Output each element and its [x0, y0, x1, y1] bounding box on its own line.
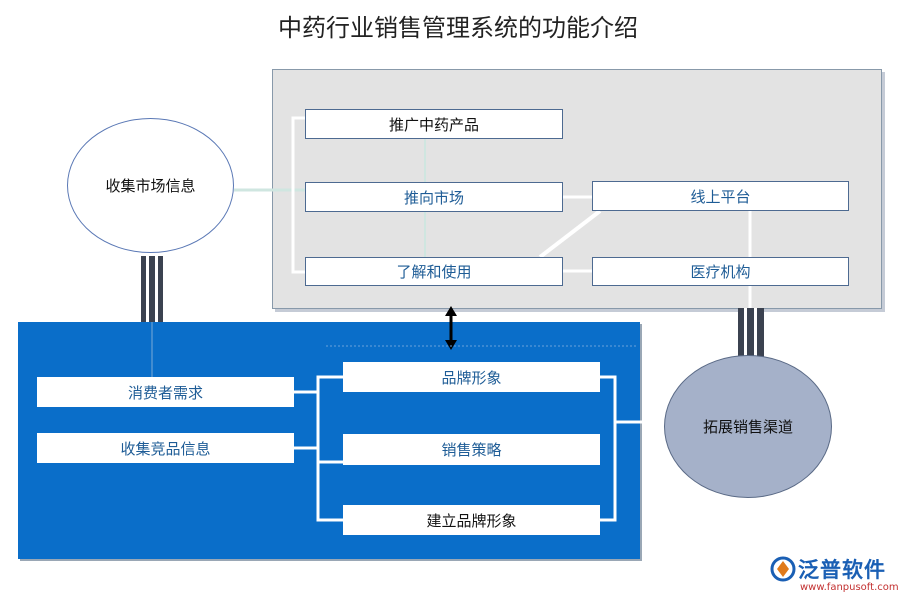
page-title: 中药行业销售管理系统的功能介绍: [278, 14, 638, 42]
promote-products-label: 推广中药产品: [388, 115, 479, 134]
understand-and-use-box: 了解和使用: [305, 257, 563, 286]
build-brand-image-label: 建立品牌形象: [426, 511, 517, 530]
understand-and-use-label: 了解和使用: [396, 263, 472, 281]
push-to-market-box: 推向市场: [305, 182, 563, 212]
medical-institutions-box: 医疗机构: [592, 257, 849, 286]
logo-name: 泛普软件: [798, 558, 886, 582]
brand-image-box: 品牌形象: [343, 362, 600, 392]
consumer-demand-box: 消费者需求: [37, 377, 294, 407]
collect-competitor-info-box: 收集竞品信息: [37, 433, 294, 463]
push-to-market-label: 推向市场: [403, 188, 464, 207]
collect-market-info-circle: 收集市场信息: [67, 118, 234, 253]
sales-strategy-box: 销售策略: [343, 434, 600, 465]
expand-sales-channels-label: 拓展销售渠道: [702, 418, 793, 436]
medical-institutions-label: 医疗机构: [690, 263, 751, 281]
online-platform-label: 线上平台: [690, 187, 751, 206]
pillar-left: [141, 256, 163, 322]
expand-sales-channels-circle: 拓展销售渠道: [664, 355, 832, 498]
pillar-right: [738, 308, 764, 358]
sales-strategy-label: 销售策略: [441, 441, 502, 459]
consumer-demand-label: 消费者需求: [127, 383, 203, 402]
collect-market-info-label: 收集市场信息: [105, 177, 196, 195]
brand-image-label: 品牌形象: [441, 368, 502, 387]
collect-competitor-info-label: 收集竞品信息: [120, 439, 211, 458]
online-platform-box: 线上平台: [592, 181, 849, 211]
logo-url: www.fanpusoft.com: [800, 582, 899, 593]
build-brand-image-box: 建立品牌形象: [343, 505, 600, 535]
promote-products-box: 推广中药产品: [305, 109, 563, 139]
fanpu-logo: 泛普软件 www.fanpusoft.com: [770, 552, 899, 596]
fanpu-logo-icon: [770, 556, 796, 582]
